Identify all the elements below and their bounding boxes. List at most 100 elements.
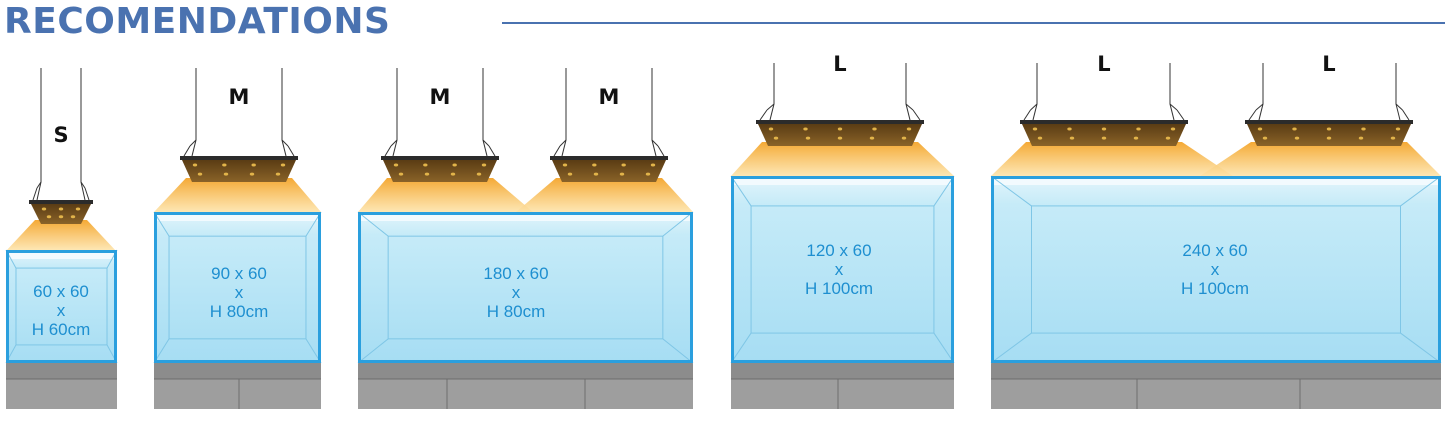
- wire-bracket: [1169, 103, 1175, 121]
- fixture-rim: [1020, 120, 1188, 124]
- water-surface: [992, 177, 1440, 185]
- led-dot: [1032, 127, 1038, 131]
- tank-back-pane: [1031, 205, 1401, 334]
- fixture-rim: [550, 156, 668, 160]
- led-dot: [1326, 136, 1332, 140]
- fixture-size-label: M: [430, 85, 451, 109]
- led-dot: [192, 163, 198, 167]
- wire-bracket: [392, 139, 398, 157]
- led-fixture: [552, 160, 666, 182]
- led-dot: [452, 163, 457, 167]
- tank-glass-frame: [731, 176, 954, 363]
- wire-bracket: [553, 145, 561, 157]
- wire-bracket: [36, 181, 42, 201]
- tank-dimension-line3: H 60cm: [32, 320, 91, 339]
- tank-dimension-line1: 240 x 60: [1182, 241, 1247, 260]
- tank-water: [154, 212, 321, 363]
- fixture-size-label: L: [1322, 52, 1335, 76]
- tank-perspective-edge: [990, 175, 1032, 207]
- wire-bracket: [183, 145, 191, 157]
- wire-bracket: [281, 139, 287, 157]
- led-dot: [251, 163, 256, 167]
- led-dot: [837, 136, 843, 140]
- led-dot: [1262, 136, 1268, 140]
- light-beam: [991, 142, 1233, 176]
- light-beam: [154, 178, 321, 212]
- led-dot: [645, 172, 651, 176]
- led-fixture: [383, 160, 497, 182]
- wire-bracket: [189, 139, 197, 147]
- led-fixture: [1022, 124, 1186, 146]
- stand-top-panel: [358, 363, 693, 379]
- wire-bracket: [769, 103, 775, 121]
- wire-bracket: [32, 187, 38, 201]
- tank-glass-frame: [991, 176, 1441, 363]
- led-dot: [1390, 136, 1396, 140]
- led-dot: [223, 172, 229, 176]
- tank-glass-frame: [6, 250, 117, 363]
- led-fixture: [1247, 124, 1411, 146]
- fixture-size-label: M: [229, 85, 250, 109]
- led-dot: [249, 172, 255, 176]
- tank-perspective-edge: [730, 332, 752, 364]
- water-surface: [7, 251, 116, 259]
- led-dot: [901, 136, 907, 140]
- fixture-rim: [29, 200, 93, 204]
- led-dot: [650, 163, 656, 167]
- fixture-rim: [180, 156, 298, 160]
- light-beam: [1200, 142, 1441, 176]
- led-dot: [593, 172, 599, 176]
- led-dot: [1069, 136, 1075, 140]
- tank-perspective-edge: [933, 332, 955, 364]
- page-title: RECOMENDATIONS: [4, 1, 391, 42]
- light-beam: [358, 178, 533, 212]
- led-dot: [803, 127, 808, 131]
- stand-top-panel: [154, 363, 321, 379]
- led-fixture: [31, 204, 91, 224]
- wire-bracket: [912, 109, 921, 121]
- led-dot: [1101, 136, 1107, 140]
- tank-perspective-edge: [1400, 175, 1442, 207]
- led-dot: [275, 172, 281, 176]
- led-dot: [424, 172, 430, 176]
- wire-bracket: [1023, 109, 1031, 121]
- led-dot: [222, 163, 227, 167]
- wire-bracket: [191, 139, 197, 157]
- tank-perspective-edge: [357, 211, 389, 237]
- water-surface: [155, 213, 320, 221]
- tank-dimension-line3: H 80cm: [210, 302, 269, 321]
- led-dot: [393, 163, 399, 167]
- led-dot: [58, 207, 64, 211]
- led-dot: [423, 163, 428, 167]
- wire-bracket: [482, 139, 488, 157]
- wire-bracket: [657, 145, 665, 157]
- wire-bracket: [1258, 103, 1264, 121]
- fixture-rim: [381, 156, 499, 160]
- wire-bracket: [1030, 103, 1038, 111]
- led-fixture: [758, 124, 922, 146]
- tank-dimension-line2: x: [57, 301, 66, 320]
- wire-bracket: [80, 181, 86, 201]
- light-beam: [516, 178, 693, 212]
- led-dot: [476, 172, 482, 176]
- wire-bracket: [281, 139, 289, 147]
- led-dot: [41, 207, 47, 211]
- led-dot: [46, 215, 52, 219]
- tank-perspective-edge: [357, 338, 389, 364]
- wire-bracket: [651, 139, 657, 157]
- tank-dimension-line3: H 80cm: [487, 302, 546, 321]
- tank-dimension-line2: x: [512, 283, 521, 302]
- led-dot: [592, 163, 597, 167]
- tank-back-pane: [750, 205, 935, 334]
- tank-glass-frame: [358, 212, 693, 363]
- tank-perspective-edge: [730, 175, 752, 207]
- wire-bracket: [1032, 103, 1038, 121]
- wire-bracket: [561, 139, 567, 157]
- led-dot: [1067, 127, 1072, 131]
- tank-perspective-edge: [662, 338, 694, 364]
- led-dot: [398, 172, 404, 176]
